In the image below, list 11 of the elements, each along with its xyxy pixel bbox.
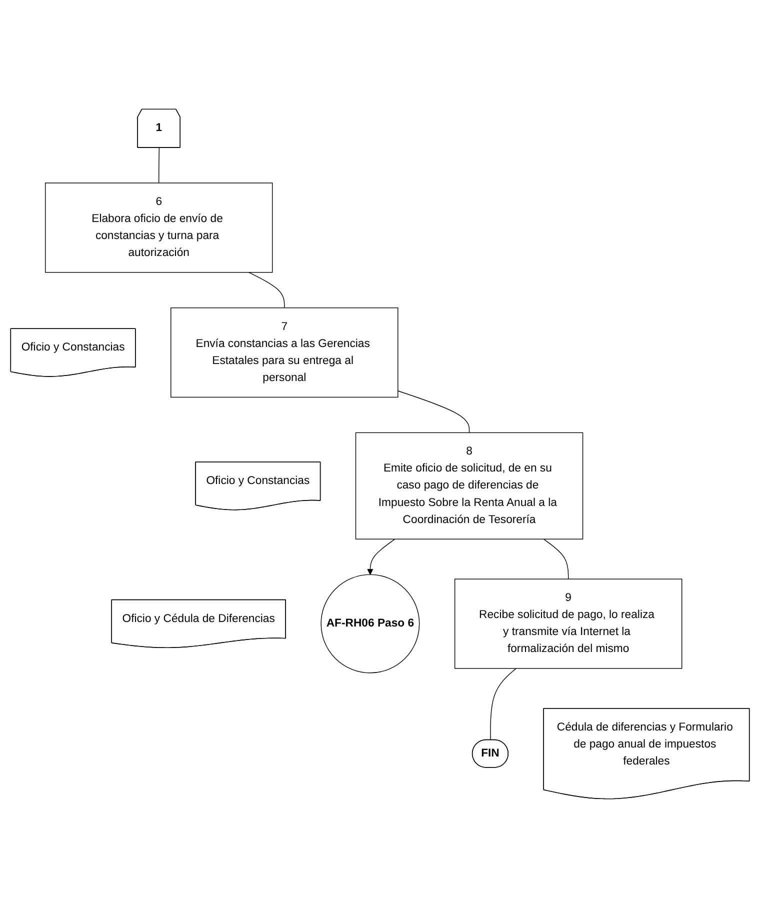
connector	[490, 668, 516, 740]
node-box: 6 Elabora oficio de envío de constancias y turna para autorización	[45, 182, 273, 272]
connector	[398, 390, 470, 433]
node-box: 7 Envía constancias a las Gerencias Estatales para su entrega al personal	[170, 306, 398, 398]
connector	[543, 538, 569, 579]
connector	[158, 147, 160, 183]
node-circle: AF-RH06 Paso 6	[320, 574, 420, 673]
arrow	[367, 538, 396, 574]
connector	[248, 272, 285, 308]
node-box: 8 Emite oficio de solicitud, de en su caso pago de diferencias de Impuesto Sobre la Renta Anual a la Coordinación de Tesorería	[355, 432, 584, 539]
node-box: 9 Recibe solicitud de pago, lo realiza y transmite vía Internet la formalización del mismo	[454, 578, 682, 668]
